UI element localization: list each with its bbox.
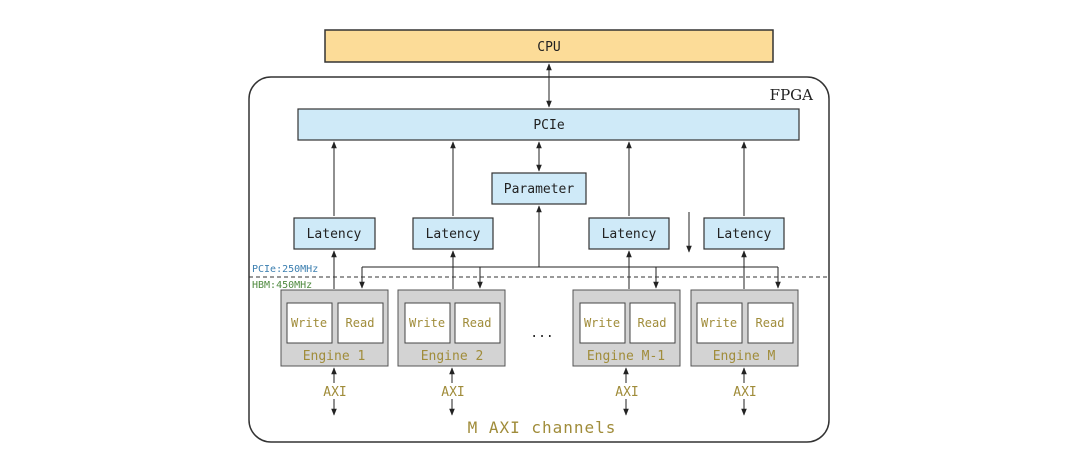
parameter-block xyxy=(491,172,587,205)
latency-block-3 xyxy=(588,217,670,250)
read-unit xyxy=(454,302,501,344)
engine-block-2: Write Read Engine 2 xyxy=(397,289,506,367)
engine-block-m-minus-1: Write Read Engine M-1 xyxy=(572,289,681,367)
engine-name: Engine M xyxy=(713,349,776,364)
axi-label-1: AXI xyxy=(323,385,346,400)
axi-channels-label: M AXI channels xyxy=(468,418,617,437)
cpu-label: CPU xyxy=(537,40,560,55)
fpga-label: FPGA xyxy=(770,86,813,104)
write-unit xyxy=(286,302,333,344)
write-label: Write xyxy=(701,316,737,330)
write-label: Write xyxy=(291,316,327,330)
read-label: Read xyxy=(346,316,375,330)
read-unit xyxy=(337,302,384,344)
parameter-label: Parameter xyxy=(504,182,575,197)
write-label: Write xyxy=(409,316,445,330)
engine-block-m: Write Read Engine M xyxy=(690,289,799,367)
latency-label-2: Latency xyxy=(426,227,481,242)
engine-block-1: Write Read Engine 1 xyxy=(280,289,389,367)
latency-block-4 xyxy=(703,217,785,250)
engine-name: Engine M-1 xyxy=(587,349,665,364)
write-unit xyxy=(579,302,626,344)
fpga-container xyxy=(248,76,830,443)
latency-block-1 xyxy=(293,217,376,250)
write-label: Write xyxy=(584,316,620,330)
pcie-clock-label: PCIe:250MHz xyxy=(252,264,318,275)
read-label: Read xyxy=(463,316,492,330)
engine-name: Engine 2 xyxy=(421,349,484,364)
engine-name: Engine 1 xyxy=(303,349,366,364)
read-unit xyxy=(747,302,794,344)
latency-label-4: Latency xyxy=(717,227,772,242)
read-label: Read xyxy=(756,316,785,330)
hbm-clock-label: HBM:450MHz xyxy=(252,280,312,291)
pcie-label: PCIe xyxy=(533,118,564,133)
write-unit xyxy=(696,302,743,344)
axi-label-3: AXI xyxy=(615,385,638,400)
pcie-block xyxy=(297,108,800,141)
engines-ellipsis: ... xyxy=(530,326,553,341)
cpu-block xyxy=(324,29,774,63)
read-unit xyxy=(629,302,676,344)
axi-label-2: AXI xyxy=(441,385,464,400)
latency-label-1: Latency xyxy=(307,227,362,242)
write-unit xyxy=(404,302,451,344)
axi-label-4: AXI xyxy=(733,385,756,400)
read-label: Read xyxy=(638,316,667,330)
latency-label-3: Latency xyxy=(602,227,657,242)
latency-block-2 xyxy=(412,217,494,250)
